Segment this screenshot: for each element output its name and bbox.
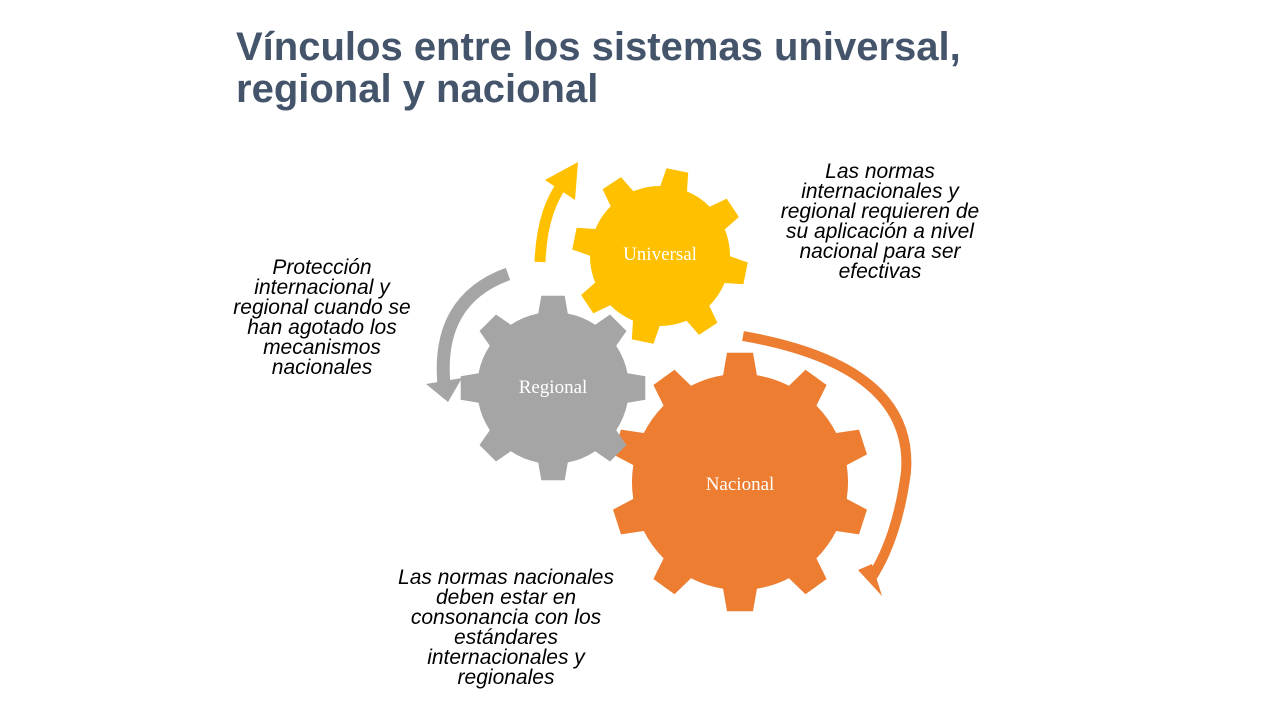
gear-shape-universal [572,168,748,344]
caption-line: Las normas nacionales [398,566,614,589]
caption-line: Las normas [825,160,935,183]
page-title: Vínculos entre los sistemas universal, r… [236,26,1136,110]
caption-line: nacional para ser [799,240,961,263]
caption-line: internacionales y [801,180,959,203]
gear-label-nacional: Nacional [706,474,775,495]
title-line-1: Vínculos entre los sistemas universal, [236,25,961,69]
gear-label-universal: Universal [623,244,697,265]
title-line-2: regional y nacional [236,67,599,111]
gear-label-regional: Regional [519,377,588,398]
gear-universal [572,168,748,344]
arrow-universal [534,162,578,263]
caption-line: nacionales [271,356,373,379]
caption-line: su aplicación a nivel [786,220,974,243]
caption-line: internacionales y [427,646,585,669]
caption-line: estándares [454,626,558,649]
gear-shape-regional [460,295,646,481]
caption-line: regionales [457,666,555,689]
arrow-nacional [742,331,912,596]
caption-line: regional requieren de [780,200,980,223]
caption-left: Protección internacional y regional cuan… [206,256,438,379]
caption-line: internacional y [254,276,390,299]
caption-line: han agotado los [247,316,397,339]
caption-line: Protección [272,256,372,279]
caption-bottom: Las normas nacionales deben estar en con… [364,566,648,689]
caption-right: Las normas internacionales y regional re… [750,160,1010,283]
gear-regional [460,295,646,481]
gear-nacional [613,352,867,612]
arrow-regional [426,267,511,402]
caption-line: regional cuando se [233,296,411,319]
caption-line: consonancia con los [410,606,602,629]
caption-line: efectivas [838,260,922,283]
caption-line: mecanismos [263,336,381,359]
caption-line: deben estar en [435,586,577,609]
gear-shape-nacional [613,352,867,612]
